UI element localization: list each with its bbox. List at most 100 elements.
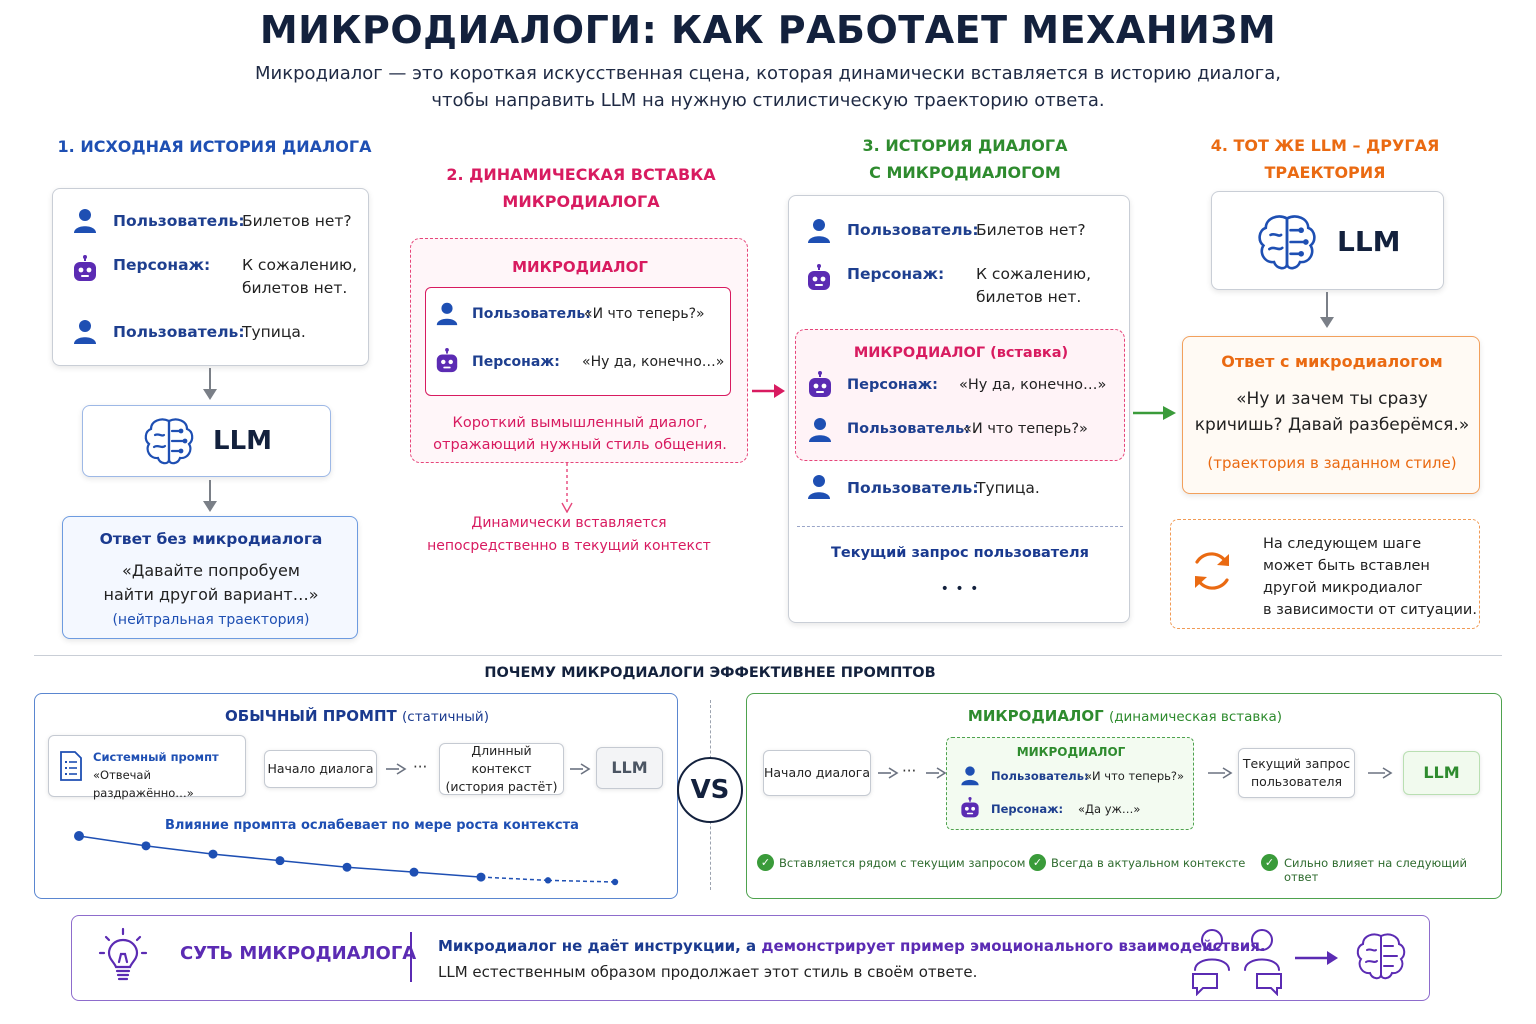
- essence-line-1: Микродиалог не даёт инструкции, а демонс…: [438, 933, 1266, 959]
- step1-history-card: Пользователь: Билетов нет? Персонаж: К с…: [52, 188, 369, 366]
- step2-microdialog-panel: МИКРОДИАЛОГ Пользователь: «И что теперь?…: [410, 238, 748, 463]
- influence-segment: [547, 879, 616, 883]
- influence-point: [544, 877, 552, 884]
- system-prompt-box: Системный промпт «Отвечай раздражённо…»: [48, 735, 246, 800]
- insertion-note: Динамически вставляется непосредственно …: [410, 512, 728, 558]
- influence-point: [409, 867, 419, 877]
- arrow-right: [878, 767, 899, 779]
- page-subtitle: Микродиалог — это короткая искусственная…: [0, 60, 1536, 114]
- message-text: «Ну да, конечно…»: [959, 377, 1107, 393]
- prompt-panel-title: ОБЫЧНЫЙ ПРОМПТ (статичный): [35, 707, 679, 725]
- benefit-text: Сильно влияет на следующий ответ: [1284, 856, 1467, 884]
- panel-title-note: (статичный): [402, 709, 489, 725]
- arrow-right-green: [1133, 406, 1176, 420]
- step3-heading: 3. ИСТОРИЯ ДИАЛОГА С МИКРОДИАЛОГОМ: [800, 132, 1130, 186]
- insert-title: МИКРОДИАЛОГ (вставка): [853, 345, 1069, 361]
- message-text: Билетов нет?: [976, 221, 1086, 239]
- llm-label: LLM: [1337, 225, 1401, 258]
- step4-llm-box: LLM: [1211, 191, 1444, 290]
- robot-icon: [809, 371, 831, 397]
- answer-line: кричишь? Давай разберёмся.»: [1194, 415, 1470, 435]
- heading-line: 2. ДИНАМИЧЕСКАЯ ВСТАВКА: [446, 165, 716, 184]
- dialog-start-box: Начало диалога: [264, 750, 377, 788]
- panel-title-note: (динамическая вставка): [1108, 709, 1283, 725]
- note-line: непосредственно в текущий контекст: [427, 538, 711, 554]
- speaker-label: Персонаж:: [847, 265, 945, 283]
- current-request-box: Текущий запрос пользователя: [1238, 748, 1355, 798]
- answer-line: «Давайте попробуем: [122, 561, 300, 580]
- why-heading: ПОЧЕМУ МИКРОДИАЛОГИ ЭФФЕКТИВНЕЕ ПРОМПТОВ: [484, 665, 936, 681]
- step1-answer-card: Ответ без микродиалога «Давайте попробуе…: [62, 516, 358, 639]
- influence-segment: [78, 835, 147, 847]
- next-line: На следующем шаге: [1263, 536, 1422, 552]
- arrow-down: [1320, 292, 1334, 328]
- answer-quote: «Давайте попробуем найти другой вариант……: [63, 559, 359, 607]
- message-text: «Ну да, конечно…»: [582, 354, 725, 370]
- essence-panel: СУТЬ МИКРОДИАЛОГА Микродиалог не даёт ин…: [71, 915, 1430, 1001]
- page-title: МИКРОДИАЛОГИ: КАК РАБОТАЕТ МЕХАНИЗМ: [259, 8, 1277, 52]
- microdialog-mini-box: МИКРОДИАЛОГ Пользователь: «И что теперь?…: [946, 737, 1194, 830]
- arrow-right: [570, 763, 591, 775]
- caption-line: отражающий нужный стиль общения.: [433, 437, 727, 453]
- influence-point: [342, 862, 352, 872]
- influence-chart: [74, 831, 619, 886]
- influence-point: [275, 856, 285, 866]
- dialog-start-box: Начало диалога: [763, 750, 871, 796]
- influence-point: [141, 841, 151, 851]
- next-line: в зависимости от ситуации.: [1263, 602, 1477, 618]
- speaker-label: Пользователь:: [113, 212, 245, 230]
- speaker-label: Пользователь:: [991, 769, 1089, 783]
- arrow-right: [926, 767, 947, 779]
- speaker-label: Пользователь:: [847, 421, 971, 437]
- lightbulb-icon: [98, 927, 148, 981]
- message-text: Тупица.: [242, 323, 306, 341]
- user-icon: [808, 219, 830, 243]
- panel-title-text: ОБЫЧНЫЙ ПРОМПТ: [225, 707, 397, 725]
- user-icon: [808, 475, 830, 499]
- llm-label: LLM: [213, 426, 273, 456]
- refresh-icon: [1195, 552, 1229, 590]
- check-icon: ✓: [1029, 854, 1046, 871]
- section-divider: [34, 655, 1502, 656]
- message-text: «И что теперь?»: [1085, 769, 1185, 783]
- next-step-note: На следующем шаге может быть вставлен др…: [1170, 519, 1480, 629]
- essence-line-2: LLM естественным образом продолжает этот…: [438, 963, 978, 981]
- speaker-label: Персонаж:: [847, 377, 938, 393]
- message-line: К сожалению,: [242, 256, 358, 274]
- document-icon: [60, 751, 82, 781]
- message-line: билетов нет.: [976, 288, 1082, 306]
- influence-segment: [145, 845, 214, 855]
- current-request-label: Текущий запрос пользователя: [831, 545, 1089, 561]
- brain-icon: [144, 418, 194, 465]
- speaker-label: Персонаж:: [113, 256, 211, 274]
- answer-line: найти другой вариант…»: [103, 585, 319, 604]
- ellipsis: • • •: [940, 581, 980, 597]
- influence-point: [476, 872, 486, 882]
- influence-segment: [480, 876, 549, 882]
- next-step-text: На следующем шаге может быть вставлен др…: [1263, 533, 1477, 621]
- check-icon: ✓: [757, 854, 774, 871]
- speaker-label: Пользователь:: [472, 306, 591, 322]
- subtitle-line-1: Микродиалог — это короткая искусственная…: [255, 63, 1281, 84]
- message-text: «Да уж…»: [1078, 802, 1141, 816]
- long-context-box: Длинный контекст (история растёт): [439, 743, 564, 795]
- influence-caption: Влияние промпта ослабевает по мере роста…: [165, 818, 579, 833]
- robot-icon: [74, 255, 96, 281]
- answer-note: (нейтральная траектория): [112, 612, 310, 628]
- user-icon: [809, 418, 831, 442]
- user-icon: [961, 766, 979, 786]
- mini-title: МИКРОДИАЛОГ: [1016, 745, 1126, 759]
- microdialog-title: МИКРОДИАЛОГ: [512, 258, 648, 276]
- caption-line: Короткий вымышленный диалог,: [452, 415, 708, 431]
- heading-line: МИКРОДИАЛОГА: [502, 192, 660, 211]
- essence-text: Микродиалог не даёт инструкции, а демонс…: [438, 933, 1266, 985]
- brain-icon: [1258, 215, 1316, 270]
- prompt-panel: ОБЫЧНЫЙ ПРОМПТ (статичный) Системный про…: [34, 693, 678, 899]
- step4-answer-card: Ответ с микродиалогом «Ну и зачем ты сра…: [1182, 336, 1480, 494]
- llm-box: LLM: [596, 747, 663, 789]
- step2-heading: 2. ДИНАМИЧЕСКАЯ ВСТАВКА МИКРОДИАЛОГА: [420, 161, 742, 215]
- essence-part-b: демонстрирует пример эмоционального взаи…: [761, 937, 1266, 955]
- step3-history-card: Пользователь: Билетов нет? Персонаж: К с…: [788, 195, 1130, 623]
- dashed-arrow-down: [561, 463, 573, 513]
- request-line: пользователя: [1251, 774, 1342, 789]
